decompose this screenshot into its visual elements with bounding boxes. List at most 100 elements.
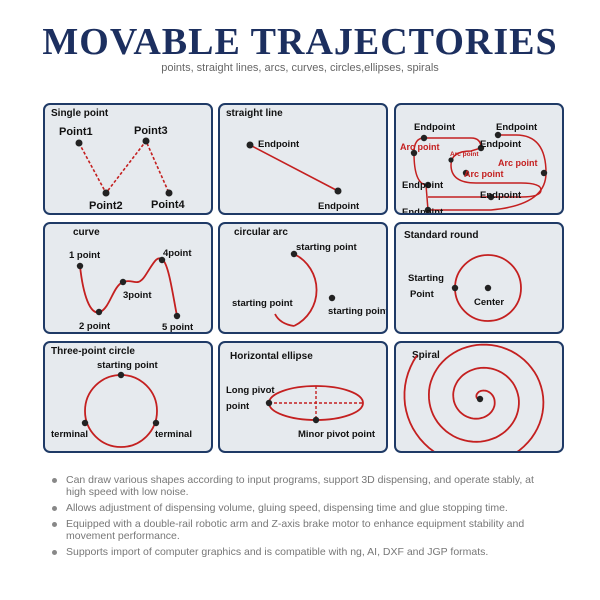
panel-three-point-circle: Three-point circle starting point termin… [43, 341, 213, 453]
point2-label: Point2 [89, 200, 123, 212]
page-subtitle: points, straight lines, arcs, curves, ci… [161, 62, 439, 74]
panel-spiral: Spiral [394, 341, 564, 453]
page-title: MOVABLE TRAJECTORIES [42, 21, 558, 63]
endpoint-dot [494, 131, 502, 139]
start-dot [328, 294, 336, 302]
point-dot [173, 312, 181, 320]
arc-point-label: Arc point [464, 169, 504, 179]
endpoint-dot [424, 206, 432, 213]
circular-arc-path-lower [274, 313, 295, 327]
panel-title: Spiral [412, 350, 440, 361]
point-label: Point [410, 289, 435, 300]
curve-diagram: 1 point 4point 3point 2 point 5 point [69, 248, 194, 333]
terminal-dot [152, 419, 160, 427]
point4-label: Point4 [151, 199, 185, 211]
feature-item: Equipped with a double-rail robotic arm … [52, 518, 552, 542]
endpoint-label: Endpoint [258, 139, 300, 150]
endpoint-label: Endpoint [318, 201, 360, 212]
endpoint-label: Endpoint [480, 139, 522, 150]
arc-point-dot [410, 149, 418, 157]
1-point-label: 1 point [69, 250, 101, 261]
arc-point-dot [540, 169, 548, 177]
endpoint-dot [334, 187, 342, 195]
long-pivot-label: Long pivot [226, 385, 275, 396]
starting-point-label: starting point [97, 360, 159, 371]
panel-circular-arc: circular arc starting point starting poi… [218, 222, 388, 334]
standard-round-diagram: Starting Point Center [408, 254, 522, 322]
arcs-outer-path [413, 134, 547, 211]
3point-label: 3point [123, 290, 152, 301]
5-point-label: 5 point [162, 322, 194, 333]
long-pivot-point-label: point [226, 401, 250, 412]
single-point-diagram: Point1 Point3 Point2 Point4 [59, 125, 185, 212]
endpoint-dot [477, 144, 485, 152]
spiral-start-dot [476, 395, 484, 403]
endpoint-label: Endpoint [496, 122, 538, 133]
minor-pivot-label: Minor pivot point [298, 429, 376, 440]
panel-curve: curve 1 point 4point 3point 2 point 5 po… [43, 222, 213, 334]
single-point-path [78, 139, 170, 195]
panel-arcs: Endpoint Endpoint Arc point Arc point En… [394, 103, 564, 215]
4point-label: 4point [163, 248, 192, 259]
circle-path [84, 374, 158, 448]
endpoint-dot [420, 134, 428, 142]
feature-item: Allows adjustment of dispensing volume, … [52, 502, 552, 514]
arc-point-dot [462, 169, 470, 177]
starting-label: Starting [408, 273, 444, 284]
circular-arc-diagram: starting point starting point starting p… [232, 242, 388, 327]
point2-dot [102, 189, 110, 197]
start-dot [451, 284, 459, 292]
point-dot [158, 256, 166, 264]
panel-title: Three-point circle [51, 346, 135, 357]
panel-title: Single point [51, 108, 109, 119]
terminal-dot [81, 419, 89, 427]
arc-point-label: Arc point [498, 158, 538, 168]
feature-item: Can draw various shapes according to inp… [52, 474, 552, 498]
point-dot [76, 262, 84, 270]
arc-point-label: Arc point [400, 142, 440, 152]
curve-path [79, 257, 178, 317]
endpoint-label: Endpoint [402, 207, 444, 215]
endpoint-dot [246, 141, 254, 149]
minor-pivot-dot [312, 416, 320, 424]
straight-line-diagram: Endpoint Endpoint [246, 139, 360, 212]
panel-title: circular arc [234, 227, 288, 238]
point3-dot [142, 137, 150, 145]
arc-point-label: Arc point [450, 151, 479, 158]
panel-title: Standard round [404, 230, 479, 241]
point1-dot [75, 139, 83, 147]
feature-list: Can draw various shapes according to inp… [52, 474, 552, 562]
point3-label: Point3 [134, 125, 168, 137]
spiral-diagram [403, 343, 545, 451]
arcs-diagram: Endpoint Endpoint Arc point Arc point En… [400, 122, 548, 215]
circular-arc-path [293, 253, 318, 327]
endpoint-label: Endpoint [402, 180, 444, 191]
panel-single-point: Single point Point1 Point3 Point2 Point4 [43, 103, 213, 215]
terminal-label: terminal [51, 429, 88, 440]
feature-item: Supports import of computer graphics and… [52, 546, 552, 558]
panel-title: straight line [226, 108, 283, 119]
point-dot [95, 308, 103, 316]
arc-point-dot [448, 157, 454, 163]
starting-point-label: starting point [328, 306, 388, 317]
horizontal-ellipse-diagram: Long pivot point Minor pivot point [226, 385, 376, 440]
spiral-path [403, 343, 545, 451]
endpoint-label: Endpoint [414, 122, 456, 133]
terminal-label: terminal [155, 429, 192, 440]
start-dot [117, 371, 125, 379]
point4-dot [165, 189, 173, 197]
three-point-circle-diagram: starting point terminal terminal [51, 360, 192, 448]
long-pivot-dot [265, 399, 273, 407]
point-dot [119, 278, 127, 286]
point1-label: Point1 [59, 126, 93, 138]
panel-horizontal-ellipse: Horizontal ellipse Long pivot point Mino… [218, 341, 388, 453]
center-label: Center [474, 297, 504, 308]
straight-line-path [249, 144, 339, 192]
starting-point-label: starting point [296, 242, 358, 253]
endpoint-dot [487, 193, 495, 201]
panel-standard-round: Standard round Starting Point Center [394, 222, 564, 334]
endpoint-dot [424, 181, 432, 189]
starting-point-label: starting point [232, 298, 294, 309]
panel-title: curve [73, 227, 100, 238]
start-dot [290, 250, 298, 258]
